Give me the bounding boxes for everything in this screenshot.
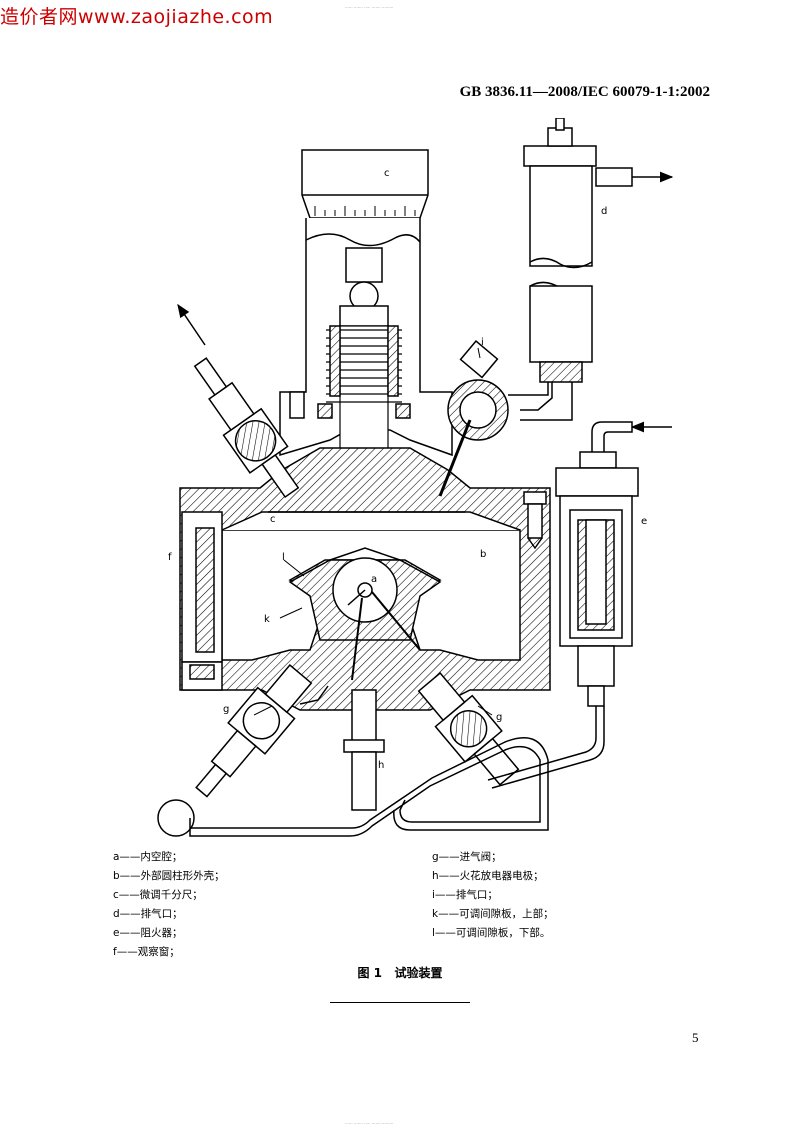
test-apparatus-drawing: a b c c d e f g g h i k l	[157, 118, 674, 837]
micrometer-head	[301, 149, 429, 219]
legend-right: g——进气阀； h——火花放电器电极； i——排气口； k——可调间隙板，上部；…	[432, 848, 554, 943]
label-i: i	[481, 337, 484, 348]
label-c-scale: c	[384, 168, 390, 179]
label-c-cavity: c	[270, 514, 276, 525]
footer-rule	[330, 1002, 470, 1003]
label-f: f	[168, 552, 172, 563]
standard-header: GB 3836.11—2008/IEC 60079-1-1:2002	[459, 84, 710, 100]
label-e: e	[641, 516, 647, 527]
legend-item-h: h——火花放电器电极；	[432, 870, 544, 882]
label-a: a	[371, 574, 377, 585]
label-g-right: g	[496, 712, 502, 723]
flame-arrester-assembly	[555, 421, 672, 707]
legend-item-a: a——内空腔；	[113, 851, 183, 863]
label-g-left: g	[223, 704, 229, 715]
legend-left: a——内空腔； b——外部圆柱形外壳； c——微调千分尺； d——排气口； e—…	[113, 848, 225, 962]
label-k: k	[264, 614, 270, 625]
legend-item-i: i——排气口；	[432, 889, 498, 901]
legend-item-e: e——阻火器；	[113, 927, 183, 939]
legend-item-d: d——排气口；	[113, 908, 183, 920]
legend-item-k: k——可调间隙板，上部；	[432, 908, 554, 920]
watermark-fine-print-bottom: ······ ······· ····· ······· ·········	[345, 1121, 394, 1126]
legend-item-l: l——可调间隙板，下部。	[432, 927, 551, 939]
watermark-fine-print-top: ······ ······· ····· ······· ·········	[345, 5, 394, 10]
figure-caption: 图 1 试验装置	[357, 966, 443, 980]
label-h: h	[378, 760, 384, 771]
legend-item-b: b——外部圆柱形外壳；	[113, 870, 225, 882]
label-l: l	[282, 552, 285, 563]
exhaust-outlet-assembly	[520, 118, 674, 411]
page-number: 5	[692, 1030, 699, 1045]
legend-item-f: f——观察窗；	[113, 946, 180, 958]
legend-item-g: g——进气阀；	[432, 851, 502, 863]
label-d: d	[601, 206, 607, 217]
label-b: b	[480, 549, 486, 560]
legend-item-c: c——微调千分尺；	[113, 889, 203, 901]
watermark-site: 造价者网www.zaojiazhe.com	[0, 6, 274, 28]
